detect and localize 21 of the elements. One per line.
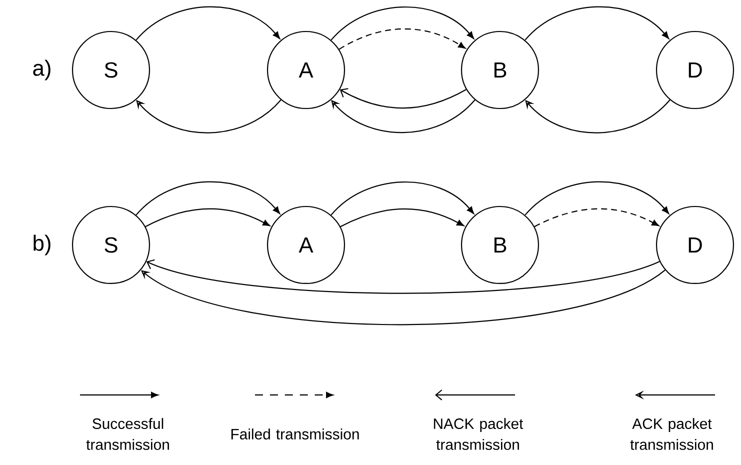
arrow	[136, 100, 282, 134]
legend-text: Failed transmission	[231, 428, 359, 440]
arrow	[331, 100, 476, 134]
arrow	[524, 6, 670, 40]
panel-label: b)	[34, 234, 50, 256]
legend-text: ACK packet transmission	[630, 418, 713, 450]
arrow	[525, 100, 670, 134]
arrow	[145, 208, 270, 228]
legend-text: NACK packet transmission	[434, 418, 524, 450]
arrow	[534, 208, 660, 228]
legend-text: Successful transmission	[86, 418, 169, 450]
arrow	[136, 6, 280, 40]
arrow	[136, 181, 280, 216]
arrow	[146, 259, 660, 294]
arrow	[330, 182, 474, 216]
arrow	[338, 28, 466, 50]
arrow	[340, 208, 464, 228]
arrow	[524, 181, 670, 216]
arrow	[330, 6, 474, 40]
arrow	[340, 88, 466, 109]
panel-label: a)	[33, 60, 50, 80]
